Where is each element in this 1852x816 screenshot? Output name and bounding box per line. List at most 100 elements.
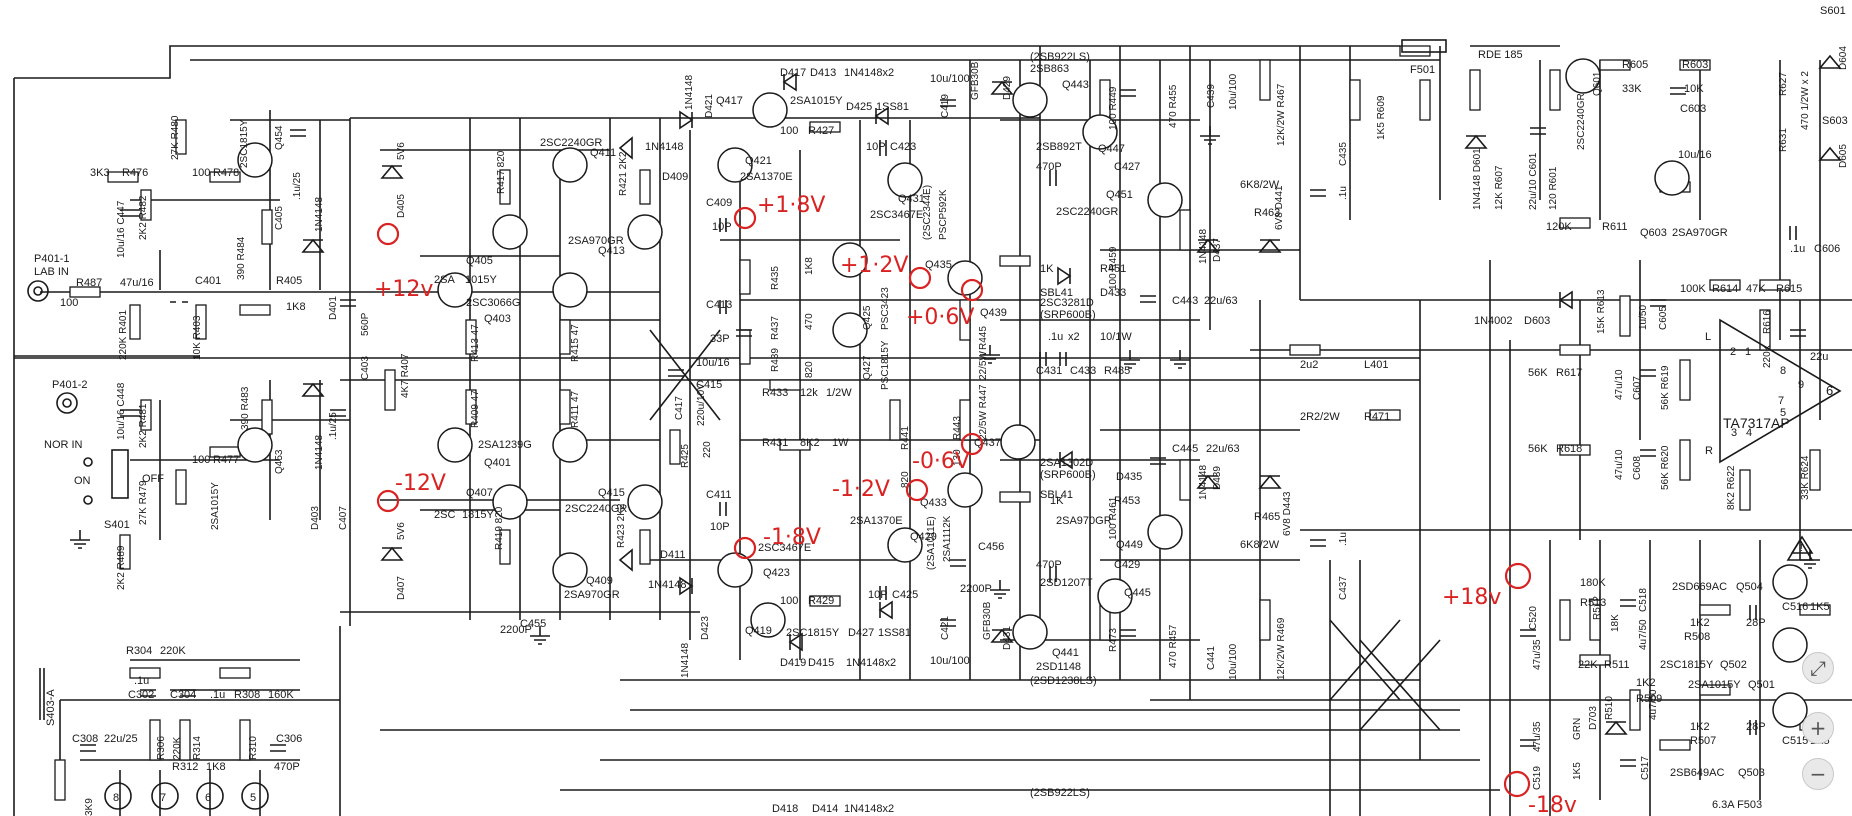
svg-text:C607: C607: [1632, 376, 1643, 400]
svg-text:2SC1815Y: 2SC1815Y: [786, 627, 840, 639]
svg-text:D419: D419: [780, 657, 806, 669]
svg-text:6K8/2W: 6K8/2W: [1240, 179, 1280, 191]
svg-text:C407: C407: [338, 506, 349, 530]
svg-text:2K2 R482: 2K2 R482: [138, 195, 149, 240]
svg-text:2SC2240GR: 2SC2240GR: [1576, 93, 1587, 150]
svg-text:10P: 10P: [710, 521, 730, 533]
svg-text:2SB649AC: 2SB649AC: [1670, 767, 1724, 779]
svg-text:2SA1015Y: 2SA1015Y: [790, 95, 843, 107]
svg-text:2SA1370E: 2SA1370E: [740, 171, 793, 183]
svg-text:18K: 18K: [1610, 614, 1621, 632]
svg-text:2SC3281D: 2SC3281D: [1040, 297, 1094, 309]
svg-text:C306: C306: [276, 733, 302, 745]
svg-text:28P: 28P: [1746, 617, 1766, 629]
svg-text:820: 820: [900, 471, 911, 488]
svg-text:R419 820: R419 820: [494, 506, 505, 550]
resistors: [54, 45, 1831, 801]
svg-text:C516: C516: [1782, 601, 1808, 613]
svg-text:SBL41: SBL41: [1040, 287, 1073, 299]
svg-text:3K3: 3K3: [90, 167, 110, 179]
svg-text:2SC1815Y: 2SC1815Y: [239, 119, 250, 168]
svg-text:R463: R463: [1254, 207, 1280, 219]
svg-text:R615: R615: [1776, 283, 1802, 295]
svg-text:D413: D413: [810, 67, 836, 79]
voltage-annotations: +12v -12V +1·8V -1·8V +1·2V -1·2V +0·6V …: [374, 193, 1577, 816]
svg-text:R306: R306: [156, 736, 167, 760]
svg-text:C405: C405: [274, 206, 285, 230]
svg-text:22/5W: 22/5W: [978, 351, 989, 380]
svg-text:Q433: Q433: [920, 497, 947, 509]
probe-point-minus18: [1503, 770, 1531, 798]
svg-text:.1u: .1u: [1338, 186, 1349, 200]
svg-text:47u/16: 47u/16: [120, 277, 154, 289]
svg-text:1N4148x2: 1N4148x2: [844, 803, 894, 815]
svg-text:3: 3: [1731, 427, 1737, 439]
svg-text:12K/2W R467: 12K/2W R467: [1276, 83, 1287, 146]
svg-text:100: 100: [192, 454, 210, 466]
svg-text:.1u: .1u: [210, 689, 225, 701]
minus-icon[interactable]: −: [1802, 758, 1834, 790]
svg-text:R443: R443: [952, 416, 963, 440]
svg-text:R310: R310: [248, 736, 259, 760]
svg-text:1K8: 1K8: [286, 301, 306, 313]
svg-text:C435: C435: [1338, 142, 1349, 166]
svg-text:.1u: .1u: [1790, 243, 1805, 255]
svg-text:C403: C403: [360, 356, 371, 380]
lab-in-label: LAB IN: [34, 266, 69, 278]
diodes: [301, 54, 1842, 735]
svg-text:820: 820: [804, 361, 815, 378]
svg-text:2R2/2W: 2R2/2W: [1300, 411, 1340, 423]
svg-text:.1u/25: .1u/25: [292, 172, 303, 200]
svg-text:2SA: 2SA: [434, 274, 455, 286]
p401-1-label: P401-1: [34, 253, 69, 265]
plus-icon[interactable]: +: [1802, 712, 1834, 744]
fit-icon[interactable]: ⤢: [1802, 652, 1834, 684]
svg-text:1K2: 1K2: [1690, 617, 1710, 629]
svg-text:22u: 22u: [1810, 351, 1828, 363]
svg-text:R511: R511: [1604, 659, 1629, 671]
svg-text:C413: C413: [706, 299, 732, 311]
svg-text:R477: R477: [213, 454, 239, 466]
svg-text:2200P: 2200P: [960, 583, 992, 595]
svg-text:1N4148: 1N4148: [1198, 465, 1209, 500]
svg-text:Q427: Q427: [862, 355, 873, 380]
svg-text:C520: C520: [1528, 606, 1539, 630]
svg-text:R508: R508: [1684, 631, 1710, 643]
probe-point-plus18: [1504, 562, 1532, 590]
svg-text:56K: 56K: [1528, 367, 1548, 379]
svg-text:Q439: Q439: [980, 307, 1007, 319]
probe-point-minus1-8: [733, 536, 757, 560]
fuse-f501-label: F501: [1410, 64, 1435, 76]
svg-text:2: 2: [1730, 346, 1736, 358]
svg-text:6: 6: [205, 792, 211, 804]
fuse-f503-label: 6.3A F503: [1712, 799, 1762, 811]
svg-text:R437: R437: [770, 316, 781, 340]
svg-text:56K R619: 56K R619: [1660, 365, 1671, 410]
svg-text:Q449: Q449: [1116, 539, 1143, 551]
svg-text:1N4148: 1N4148: [314, 435, 325, 470]
svg-text:8: 8: [113, 792, 119, 804]
svg-text:10K: 10K: [1684, 83, 1704, 95]
svg-text:R421 2K2: R421 2K2: [618, 151, 629, 196]
svg-text:2SA970GR: 2SA970GR: [568, 235, 624, 247]
svg-text:D429: D429: [1002, 76, 1013, 100]
off-label: OFF: [142, 473, 164, 485]
svg-text:10P: 10P: [866, 141, 886, 153]
svg-text:470P: 470P: [274, 761, 300, 773]
svg-text:D417: D417: [780, 67, 806, 79]
svg-text:100K: 100K: [1680, 283, 1706, 295]
svg-text:22/5W R447: 22/5W R447: [978, 384, 989, 440]
svg-text:47u/35: 47u/35: [1532, 639, 1543, 670]
svg-text:Q431: Q431: [898, 193, 925, 205]
probe-point-plus1-2: [908, 266, 932, 290]
svg-text:2SA1370E: 2SA1370E: [850, 515, 903, 527]
svg-text:(2SC2344E): (2SC2344E): [922, 185, 933, 240]
svg-text:1K: 1K: [1050, 495, 1064, 507]
svg-text:27K R479: 27K R479: [138, 480, 149, 525]
svg-text:12K R607: 12K R607: [1494, 165, 1505, 210]
svg-text:10u/16 C447: 10u/16 C447: [116, 200, 127, 258]
svg-text:C417: C417: [674, 396, 685, 420]
svg-text:2SA970GR: 2SA970GR: [1056, 515, 1112, 527]
svg-text:R423 2K2: R423 2K2: [616, 503, 627, 548]
svg-text:33P: 33P: [710, 333, 730, 345]
